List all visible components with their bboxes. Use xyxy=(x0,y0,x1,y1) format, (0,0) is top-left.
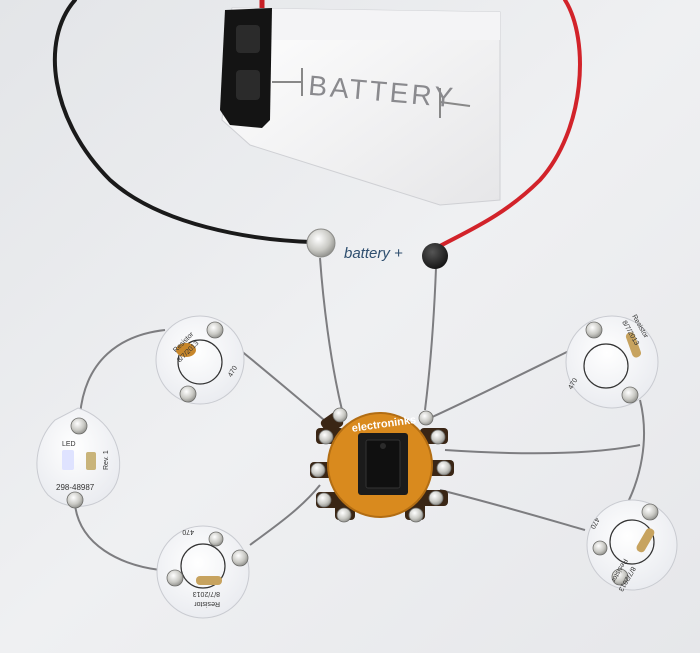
led-rev-label: Rev. 1 xyxy=(103,450,110,470)
board-label-line3: 470 xyxy=(182,528,194,535)
board-disc xyxy=(156,525,250,619)
trace-chip-to-tl xyxy=(239,349,331,426)
board-rivet xyxy=(231,549,249,567)
positive-pad xyxy=(422,243,448,269)
resistor-component xyxy=(196,576,222,585)
ic-notch xyxy=(380,443,386,449)
board-label-line2: 8/7/2013 xyxy=(193,590,220,597)
battery-top-face xyxy=(232,8,500,40)
resistor-board-bottom-left: Resistor 8/7/2013 470 xyxy=(156,525,250,619)
red-wire xyxy=(438,0,582,248)
trace-chip-right-long xyxy=(444,444,641,455)
board-rivet xyxy=(208,531,224,547)
board-rivet xyxy=(611,568,629,586)
battery-pad-label: battery + xyxy=(344,245,403,262)
trace-pos-to-chip xyxy=(424,267,437,411)
led-board: 298-48987 LED Rev. 1 xyxy=(36,407,121,509)
battery: BATTERY xyxy=(220,7,501,206)
chip-board: electroninks xyxy=(310,407,454,523)
battery-snap-terminal-top xyxy=(236,25,260,53)
board-rivet xyxy=(166,569,184,587)
board-rivet xyxy=(621,386,639,404)
resistor-board-bottom-right: Resistor 8/7/2013 470 xyxy=(586,499,678,592)
resistor-board-top-left: Resistor 8/7/2013 470 xyxy=(155,315,245,405)
board-label-line3: 470 xyxy=(567,377,579,391)
board-label-line3: 470 xyxy=(588,516,600,530)
board-outline-circle xyxy=(609,519,655,565)
trace-led-to-bl xyxy=(74,504,161,571)
resistor-component xyxy=(636,528,655,553)
led-component xyxy=(62,450,74,470)
led-dot-label: LED xyxy=(62,441,76,448)
trace-chip-to-bl xyxy=(249,484,321,546)
battery-pads: battery + xyxy=(306,228,448,269)
pencil-traces xyxy=(74,257,646,571)
board-rivet xyxy=(179,385,197,403)
board-label-line1: Resistor xyxy=(194,600,220,607)
capacitor-component xyxy=(176,343,196,357)
resistor-board-top-right: Resistor 8/7/2013 470 xyxy=(565,314,659,409)
resistor-component xyxy=(625,332,642,358)
board-disc xyxy=(586,499,678,591)
led-resistor xyxy=(86,452,96,470)
trace-neg-to-chip xyxy=(319,257,343,411)
board-disc xyxy=(155,315,245,405)
trace-chip-to-tr xyxy=(429,347,576,419)
board-outline-circle xyxy=(177,339,223,385)
board-rivet xyxy=(206,321,224,339)
ic-chip xyxy=(365,439,401,489)
led-board-disc xyxy=(36,407,121,507)
led-board-rivet-top xyxy=(70,417,88,435)
board-rivet xyxy=(585,321,603,339)
board-outline-circle xyxy=(583,343,629,389)
trace-tr-to-br xyxy=(624,399,646,509)
board-rivet xyxy=(592,540,608,556)
led-board-rivet-bottom xyxy=(66,491,84,509)
battery-snap-terminal-bottom xyxy=(236,70,260,100)
chip-rivets xyxy=(310,407,452,523)
led-part-number: 298-48987 xyxy=(56,483,95,492)
trace-chip-to-br xyxy=(439,489,586,531)
negative-pad xyxy=(306,228,336,258)
black-wire xyxy=(52,0,314,244)
board-outline-circle xyxy=(180,543,226,589)
trace-tl-to-led xyxy=(79,329,166,416)
battery-symbol-line-right xyxy=(439,101,471,107)
board-rivet xyxy=(641,503,659,521)
board-label-line3: 470 xyxy=(227,365,239,379)
